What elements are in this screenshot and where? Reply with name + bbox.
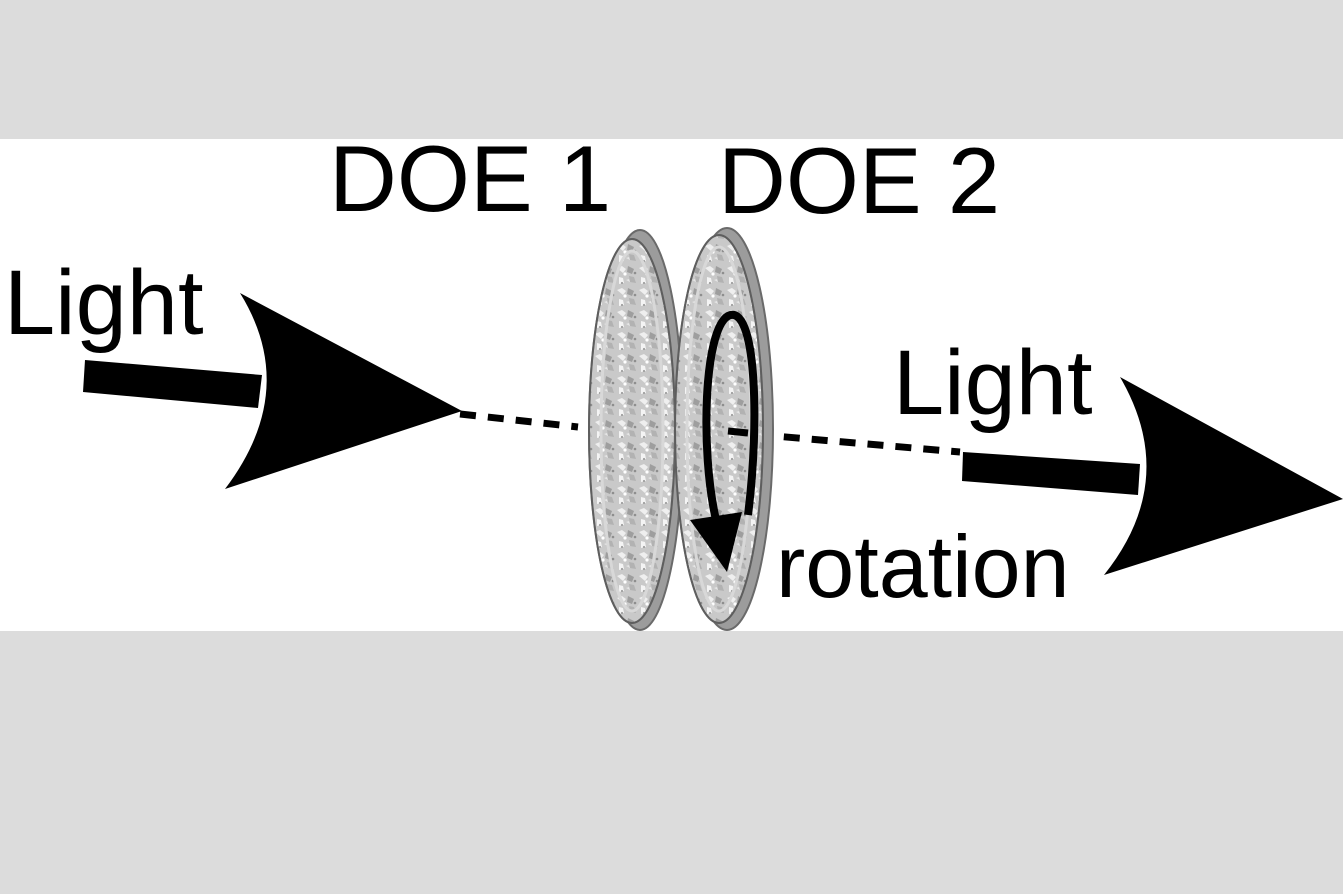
light-in-label: Light bbox=[4, 252, 204, 354]
light-out-label: Light bbox=[893, 332, 1093, 434]
incoming-arrow-icon bbox=[83, 293, 462, 489]
outgoing-arrow-icon bbox=[962, 377, 1343, 575]
rotation-arrow-icon bbox=[690, 310, 759, 572]
optical-axis-through-doe2 bbox=[727, 427, 749, 437]
doe1-label: DOE 1 bbox=[329, 126, 611, 231]
doe2-label: DOE 2 bbox=[718, 128, 1000, 233]
doe1-disc bbox=[588, 229, 684, 631]
rotation-label: rotation bbox=[776, 517, 1070, 616]
